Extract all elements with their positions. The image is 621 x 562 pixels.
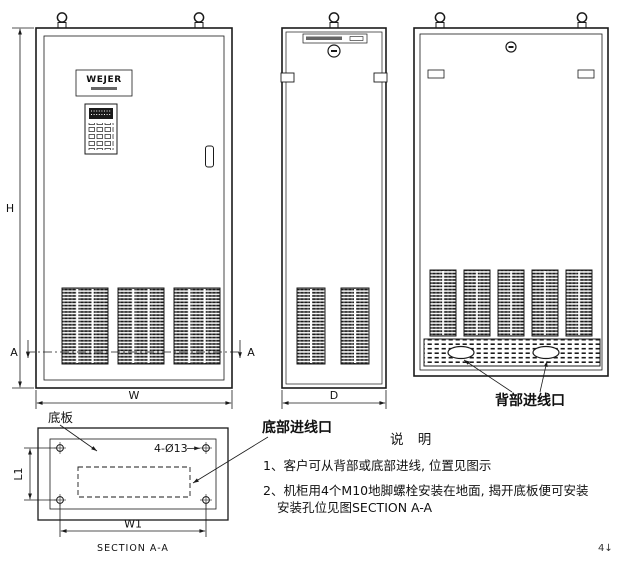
rear-entry-hole [532, 345, 560, 360]
lifting-eye-icon [576, 12, 588, 29]
rear-entry-panel [423, 338, 601, 367]
vent-grille [531, 269, 559, 337]
mount-tab [427, 69, 445, 79]
back-view: 背部进线口 [413, 12, 609, 409]
front-cabinet-frame [35, 27, 233, 389]
bottom-entry-label: 底部进线口 [262, 419, 332, 436]
lifting-eye-icon [56, 12, 68, 29]
section-marker-a-left: A [10, 346, 18, 359]
anchor-hole [200, 442, 212, 454]
side-view: D [280, 12, 388, 409]
keypad-buttons [88, 123, 114, 150]
keypad-display [89, 108, 113, 119]
note-line-1: 1、客户可从背部或底部进线, 位置见图示 [263, 458, 491, 473]
holes-callout: 4-Ø13 [154, 442, 201, 455]
brand-plate: WEJER [75, 69, 133, 97]
dim-depth-label: D [330, 389, 338, 402]
dim-height-label: H [6, 202, 14, 215]
front-door-panel [43, 35, 225, 381]
section-view: 底板 4-Ø13 L1 W1 SECTION A-A [12, 410, 229, 554]
note-line-2: 2、机柜用4个M10地脚螺栓安装在地面, 揭开底板便可安装 [263, 483, 589, 498]
vent-grille [340, 287, 370, 365]
bottom-entry-cutout [77, 466, 191, 498]
front-view: WEJER A [6, 12, 255, 409]
dim-depth: D [281, 389, 387, 409]
section-caption: SECTION A-A [97, 543, 169, 554]
bottom-plate-callout: 底板 [48, 410, 98, 452]
vent-grille [61, 287, 109, 365]
dim-l1: L1 [12, 447, 56, 501]
door-handle [205, 145, 214, 168]
base-plate-outer [37, 427, 229, 521]
dim-w1-label: W1 [124, 518, 142, 531]
bottom-plate-label: 底板 [48, 410, 74, 425]
lock-icon [327, 44, 341, 58]
notes-heading: 说 明 [390, 432, 436, 448]
vent-grille [117, 287, 165, 365]
section-cut-line: A A [10, 340, 255, 359]
dim-width: W [35, 389, 233, 409]
side-cabinet-frame [281, 27, 387, 389]
note-line-3: 安装孔位见图SECTION A-A [277, 500, 433, 515]
bottom-entry-callout: 底部进线口 [192, 419, 332, 484]
vent-grille [497, 269, 525, 337]
dim-width-label: W [129, 389, 140, 402]
brand-subtext-smudge [91, 87, 117, 90]
nameplate-text-smudge [306, 36, 342, 40]
rear-entry-hole [447, 345, 475, 360]
lifting-eye-icon [434, 12, 446, 29]
rear-entry-callout: 背部进线口 [463, 359, 565, 409]
keypad [84, 103, 118, 155]
vent-grille [173, 287, 221, 365]
lock-icon [505, 41, 517, 53]
nameplate [302, 33, 368, 44]
holes-callout-label: 4-Ø13 [154, 442, 188, 455]
dim-height: H [6, 27, 34, 389]
mount-tab [577, 69, 595, 79]
back-panel-inner [419, 33, 603, 371]
vent-grille [296, 287, 326, 365]
side-panel-inner [285, 31, 383, 385]
rear-entry-label: 背部进线口 [495, 392, 565, 409]
brand-text: WEJER [86, 75, 122, 85]
section-marker-a-right: A [247, 346, 255, 359]
vent-grille [565, 269, 593, 337]
lifting-eye-icon [328, 12, 340, 29]
back-cabinet-frame [413, 27, 609, 377]
vent-grille [463, 269, 491, 337]
vent-grille [429, 269, 457, 337]
page-marker: 4↓ [598, 543, 613, 554]
hinge [280, 72, 295, 83]
notes: 说 明 1、客户可从背部或底部进线, 位置见图示 2、机柜用4个M10地脚螺栓安… [263, 432, 613, 554]
hinge [373, 72, 388, 83]
dim-l1-label: L1 [12, 467, 25, 480]
base-plate-inner [49, 438, 217, 510]
dim-w1: W1 [59, 504, 207, 537]
lifting-eye-icon [193, 12, 205, 29]
